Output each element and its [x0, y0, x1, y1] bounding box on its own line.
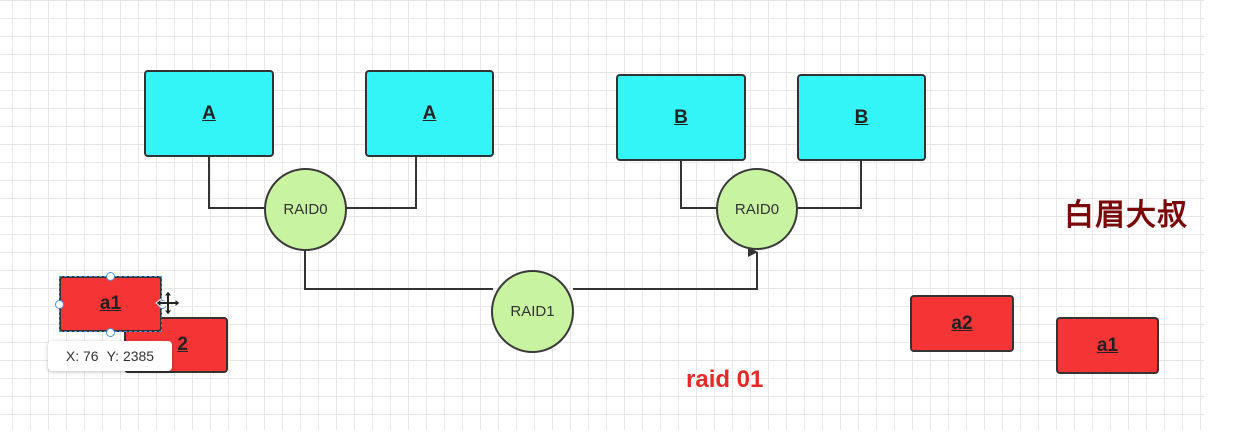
block-a2-right-label: a2: [951, 312, 973, 334]
position-tooltip: X: 76 Y: 2385: [48, 341, 172, 371]
resize-handle-left[interactable]: [55, 300, 64, 309]
resize-handle-top[interactable]: [106, 272, 115, 281]
disk-a-right[interactable]: A: [365, 70, 494, 157]
disk-a-left-label: A: [202, 102, 216, 124]
connector-raid1-left: [304, 248, 493, 290]
resize-handle-bottom[interactable]: [106, 328, 115, 337]
connector-raid1-right: [573, 247, 758, 290]
block-a1-dragging-label: a1: [99, 293, 122, 314]
selection-frame: [59, 276, 162, 332]
raid0-node-a[interactable]: RAID0: [264, 168, 347, 251]
diagram-caption: raid 01: [686, 366, 764, 393]
diagram-canvas[interactable]: A A RAID0 B B RAID0 RAID1 2 a1 X: 76 Y: …: [0, 0, 1205, 430]
block-a2-right[interactable]: a2: [910, 295, 1014, 352]
move-cursor-icon: [155, 290, 181, 316]
connector-b-left: [680, 160, 717, 209]
block-a1-right-label: a1: [1096, 334, 1119, 356]
block-a1-right[interactable]: a1: [1056, 317, 1159, 374]
raid0-node-b-label: RAID0: [734, 200, 780, 218]
raid1-node-label: RAID1: [510, 303, 555, 320]
raid1-node[interactable]: RAID1: [491, 270, 574, 353]
raid0-node-a-label: RAID0: [283, 201, 328, 218]
disk-b-right-label: B: [854, 106, 869, 128]
tooltip-y-value: Y: 2385: [106, 348, 155, 364]
disk-b-right[interactable]: B: [797, 74, 926, 161]
disk-b-left-label: B: [674, 106, 688, 128]
tooltip-x-value: X: 76: [65, 348, 99, 364]
disk-a-right-label: A: [422, 102, 437, 124]
author-watermark: 白眉大叔: [1064, 199, 1188, 232]
raid0-node-b[interactable]: RAID0: [716, 168, 798, 250]
disk-b-left[interactable]: B: [616, 74, 746, 161]
connector-b-right: [797, 160, 862, 209]
connector-a-left: [208, 156, 265, 209]
disk-a-left[interactable]: A: [144, 70, 274, 157]
connectors-layer: [208, 156, 862, 290]
block-a2-under-drag-label: 2: [177, 334, 188, 355]
connector-a-right: [346, 156, 417, 209]
